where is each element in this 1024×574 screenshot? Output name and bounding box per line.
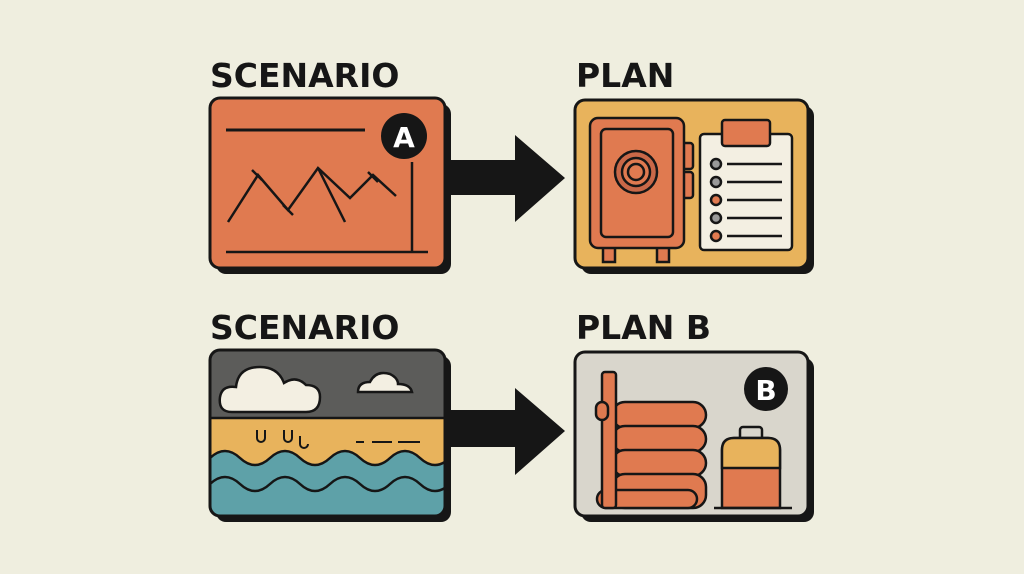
badge-b-icon: [744, 367, 788, 411]
checklist-icon: [698, 118, 794, 252]
rain-cloud-icon: [218, 365, 322, 414]
plan-a-card: [573, 98, 814, 274]
arrow-right-icon: [445, 388, 565, 475]
badge-a-text: A: [393, 121, 415, 154]
badge-a-icon: [381, 113, 427, 159]
plan-b-label: PLAN B: [576, 308, 711, 347]
plan-b-card: B: [573, 350, 814, 522]
supply-bag-icon: [714, 425, 792, 510]
cloud-icon: [356, 371, 414, 394]
safe-icon: [588, 116, 695, 264]
scenario-b-label: SCENARIO: [210, 308, 399, 347]
scenario-b-card: [208, 348, 451, 522]
arrow-right-icon: [445, 135, 565, 222]
badge-b-text: B: [755, 374, 776, 407]
line-chart-icon: [226, 162, 428, 254]
scenario-a-card: A: [208, 96, 451, 274]
plan-a-label: PLAN: [576, 56, 674, 95]
scenario-a-label: SCENARIO: [210, 56, 399, 95]
sandbag-barrier-icon: [594, 370, 708, 510]
